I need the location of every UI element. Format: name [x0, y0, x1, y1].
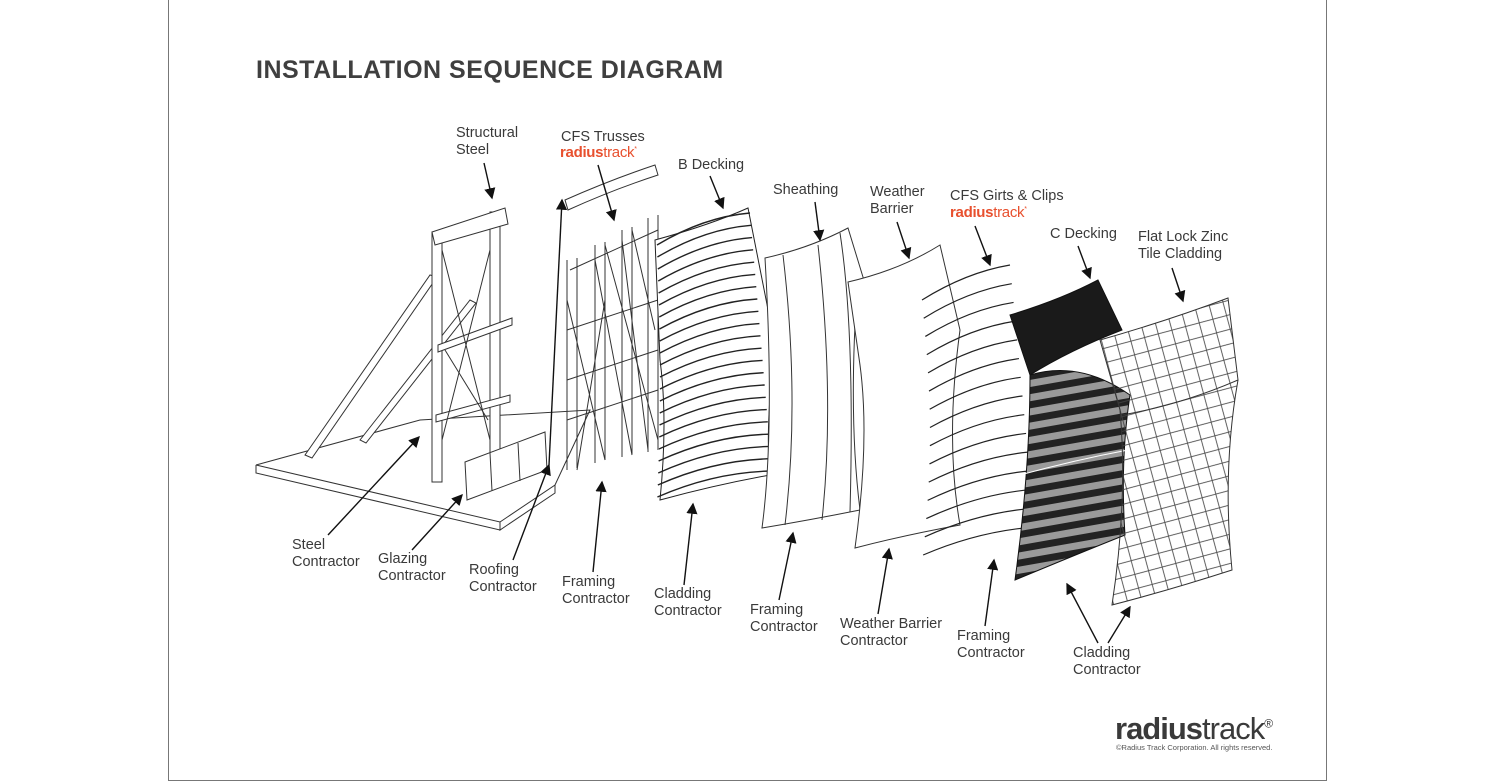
- girt: [925, 301, 1014, 337]
- deck-rib: [657, 236, 753, 270]
- copyright-text: ©Radius Track Corporation. All rights re…: [1116, 743, 1273, 752]
- brand-bold: radius: [950, 204, 994, 221]
- deck-rib: [657, 470, 773, 498]
- girt: [922, 526, 1036, 556]
- girt: [928, 357, 1020, 392]
- girt: [924, 507, 1034, 538]
- label-sheathing: Sheathing: [773, 182, 839, 198]
- deck-rib: [658, 261, 755, 294]
- logo-mark: ®: [1264, 716, 1273, 731]
- label-cladding-contractor-2: Cladding Contractor: [1073, 645, 1141, 678]
- brand-mark: *: [1024, 206, 1027, 213]
- label-weather-barrier: Weather Barrier: [870, 184, 925, 217]
- cfs-girts: [921, 264, 1036, 556]
- b-decking: [654, 207, 776, 501]
- deck-rib: [659, 298, 758, 330]
- deck-rib: [656, 212, 751, 246]
- girt: [929, 414, 1025, 447]
- deck-rib: [659, 359, 763, 390]
- label-steel-contractor: Steel Contractor: [292, 537, 360, 570]
- label-cfs-girts-clips: CFS Girts & Clips: [950, 188, 1064, 204]
- girt: [926, 320, 1016, 356]
- deck-rib: [658, 286, 757, 318]
- callout-arrows: [327, 162, 1186, 644]
- deck-rib: [658, 421, 768, 450]
- label-cfs-trusses: CFS Trusses: [561, 129, 645, 145]
- logo-bold: radius: [1115, 711, 1203, 746]
- deck-rib: [659, 396, 766, 426]
- label-b-decking: B Decking: [678, 157, 745, 173]
- deck-rib: [657, 249, 754, 282]
- structural-steel: [304, 207, 513, 483]
- label-cladding-contractor-1: Cladding Contractor: [654, 586, 722, 619]
- label-framing-contractor-3: Framing Contractor: [957, 628, 1025, 661]
- deck-rib: [659, 322, 760, 354]
- deck-rib: [657, 224, 752, 258]
- deck-rib: [658, 433, 769, 462]
- deck-rib: [659, 347, 762, 378]
- label-framing-contractor-1: Framing Contractor: [562, 574, 630, 607]
- brand-mark: *: [634, 146, 637, 153]
- label-glazing-contractor: Glazing Contractor: [378, 551, 446, 584]
- label-framing-contractor-2: Framing Contractor: [750, 602, 818, 635]
- brand-bold: radius: [560, 144, 604, 161]
- label-roofing-contractor: Roofing Contractor: [469, 562, 537, 595]
- girt: [929, 432, 1027, 465]
- zinc-cladding: [1099, 297, 1239, 606]
- page-title: INSTALLATION SEQUENCE DIAGRAM: [256, 56, 724, 84]
- girt: [928, 451, 1028, 483]
- logo-light: track: [1202, 711, 1265, 746]
- brand-light: track: [993, 204, 1025, 221]
- girt: [921, 264, 1011, 301]
- ground-slab: [255, 409, 591, 531]
- cfs-trusses: [564, 164, 659, 471]
- girt: [929, 395, 1023, 429]
- label-weather-barrier-contractor: Weather Barrier Contractor: [840, 616, 943, 649]
- deck-rib: [659, 335, 761, 366]
- girt: [926, 488, 1032, 520]
- deck-rib: [658, 408, 767, 438]
- c-decking: [1009, 279, 1131, 581]
- label-structural-steel: Structural Steel: [456, 125, 519, 158]
- deck-rib: [659, 372, 764, 402]
- cfs-girts-brand: radiustrack*: [950, 204, 1027, 221]
- girt: [923, 283, 1012, 319]
- label-c-decking: C Decking: [1050, 226, 1117, 242]
- girt: [927, 339, 1018, 374]
- deck-rib: [658, 273, 756, 306]
- weather-barrier: [847, 244, 961, 549]
- girt: [927, 470, 1030, 501]
- deck-rib: [659, 384, 765, 414]
- radiustrack-logo: radiustrack®: [1115, 711, 1273, 747]
- label-flat-lock-zinc: Flat Lock Zinc Tile Cladding: [1138, 229, 1229, 262]
- deck-rib: [657, 445, 770, 474]
- girt: [929, 376, 1021, 410]
- cfs-trusses-brand: radiustrack*: [560, 144, 637, 161]
- brand-light: track: [603, 144, 635, 161]
- sheathing: [761, 227, 871, 529]
- deck-rib: [657, 458, 771, 486]
- b-decking-ribs: [656, 212, 773, 498]
- deck-rib: [659, 310, 759, 342]
